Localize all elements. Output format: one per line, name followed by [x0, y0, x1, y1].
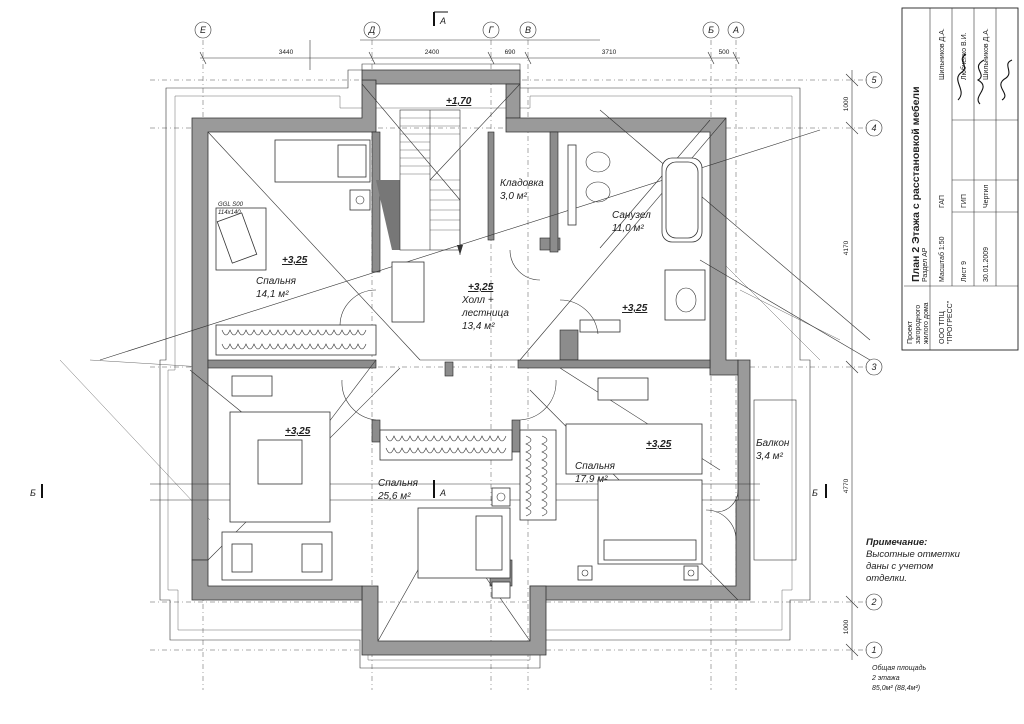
- note-line-3: отделки.: [866, 573, 907, 584]
- note-line-2: даны с учетом: [866, 561, 934, 572]
- dimensions-top: 3440 2400 690 3710 500: [199, 39, 740, 70]
- axis-label-a: А: [732, 25, 739, 35]
- axis-bubbles-right: 5 4 3 2 1: [865, 71, 883, 659]
- note-line-1: Высотные отметки: [866, 549, 961, 560]
- room-name-bedroom-1: Спальня: [256, 276, 297, 287]
- elevation-marks: +1,70 +3,25 +3,25 +3,25 +3,25 +3,25: [282, 96, 672, 450]
- elevation-stair: +1,70: [446, 96, 472, 107]
- section-label-b-right: Б: [812, 488, 818, 498]
- axis-label-3: 3: [871, 362, 876, 372]
- axis-label-1: 1: [871, 645, 876, 655]
- furniture: [215, 139, 797, 599]
- axis-label-2: 2: [870, 597, 876, 607]
- room-area-bedroom-3: 17,9 м²: [575, 474, 608, 485]
- elevation-hall: +3,25: [468, 282, 494, 293]
- doors: [339, 249, 739, 541]
- room-labels: Спальня 14,1 м² Кладовка 3,0 м² Санузел …: [256, 178, 790, 502]
- note-title: Примечание:: [866, 537, 927, 548]
- stamp-role-2: ГИП: [961, 194, 968, 208]
- wardrobe-left: [215, 324, 377, 356]
- room-area-balcony: 3,4 м²: [756, 451, 784, 462]
- total-area-line-1: Общая площадь: [872, 664, 926, 672]
- axis-label-d: Д: [368, 25, 376, 35]
- total-area-line-2: 2 этажа: [871, 675, 900, 682]
- stamp-project-2: загородного: [915, 305, 922, 344]
- stamp-role-3: Чертил: [983, 185, 990, 209]
- room-name-storage: Кладовка: [500, 178, 544, 189]
- room-name-bedroom-3: Спальня: [575, 461, 616, 472]
- dim-right-1: 1000: [843, 96, 850, 111]
- stamp-date: 30.01.2009: [983, 247, 990, 282]
- walls: [191, 69, 751, 656]
- total-area-line-3: 85,0м² (88,4м²): [872, 685, 920, 692]
- dim-top-3: 690: [505, 49, 516, 56]
- staircase: [399, 109, 463, 255]
- elevation-bedroom-3: +3,25: [646, 439, 672, 450]
- axis-label-5: 5: [871, 75, 877, 85]
- dim-right-2: 4170: [843, 240, 850, 255]
- section-label-b-left: Б: [30, 488, 36, 498]
- room-area-hall: 13,4 м²: [462, 321, 495, 332]
- title-block: План 2 Этажа с расстановкой мебели Разде…: [901, 7, 1019, 351]
- stamp-title: План 2 Этажа с расстановкой мебели: [910, 86, 922, 282]
- elevation-bathroom: +3,25: [622, 303, 648, 314]
- stamp-company-2: "ПРОГРЕСС": [947, 300, 954, 344]
- dim-right-3: 4770: [843, 478, 850, 493]
- axis-label-b: Б: [708, 25, 714, 35]
- wardrobe-center: [379, 429, 513, 461]
- stamp-role-1: ГАП: [939, 195, 946, 208]
- room-name-hall-2: лестница: [461, 308, 509, 319]
- stamp-name-3: Шильников Д.А.: [983, 28, 990, 80]
- axis-label-v: В: [525, 25, 531, 35]
- dim-top-4: 3710: [602, 49, 617, 56]
- furniture-label-1: GGL S00: [218, 202, 244, 208]
- note-block: Примечание: Высотные отметки даны с учет…: [866, 537, 961, 584]
- stamp-sheet: Лист 9: [961, 261, 968, 282]
- room-area-bedroom-2: 25,6 м²: [377, 491, 411, 502]
- signature-3: [1000, 59, 1013, 101]
- elevation-bedroom-1: +3,25: [282, 255, 308, 266]
- signature-2: [976, 59, 985, 105]
- room-area-bathroom: 11,0 м²: [612, 223, 644, 234]
- room-name-bathroom: Санузел: [612, 210, 651, 221]
- stamp-name-1: Шильников Д.А.: [939, 28, 946, 80]
- section-markers: А А Б Б: [30, 11, 827, 498]
- room-name-balcony: Балкон: [756, 438, 790, 449]
- room-area-bedroom-1: 14,1 м²: [256, 289, 289, 300]
- stamp-company-1: ООО ТПЦ: [939, 310, 946, 344]
- room-name-bedroom-2: Спальня: [378, 478, 419, 489]
- stamp-project-1: Проект: [907, 320, 914, 344]
- stamp-project-3: жилого дома: [923, 302, 930, 344]
- toilet: [585, 151, 611, 173]
- furniture-label-2: 114x140: [218, 210, 241, 216]
- room-name-hall: Холл +: [461, 295, 494, 306]
- axis-label-e: Е: [200, 25, 207, 35]
- section-label-a-bottom: А: [439, 488, 446, 498]
- sink-counter: [664, 269, 706, 321]
- axis-bubbles-top: Е Д Г В Б А: [194, 21, 745, 39]
- dim-top-5: 500: [719, 49, 730, 56]
- section-label-a-top: А: [439, 16, 446, 26]
- dim-top-1: 3440: [279, 49, 294, 56]
- dim-right-4: 1000: [843, 619, 850, 634]
- stamp-scale: Масштаб 1:50: [938, 236, 946, 282]
- dim-top-2: 2400: [425, 49, 440, 56]
- dimensions-right: 1000 4170 4770 1000: [843, 70, 859, 660]
- axis-label-4: 4: [871, 123, 876, 133]
- axis-label-g: Г: [489, 25, 495, 35]
- wardrobe-vertical: [519, 429, 557, 521]
- stamp-section: Раздел АР: [922, 247, 929, 282]
- total-area: Общая площадь 2 этажа 85,0м² (88,4м²): [871, 664, 926, 692]
- elevation-bedroom-2: +3,25: [285, 426, 311, 437]
- signature-1: [957, 53, 967, 101]
- room-area-storage: 3,0 м²: [500, 191, 528, 202]
